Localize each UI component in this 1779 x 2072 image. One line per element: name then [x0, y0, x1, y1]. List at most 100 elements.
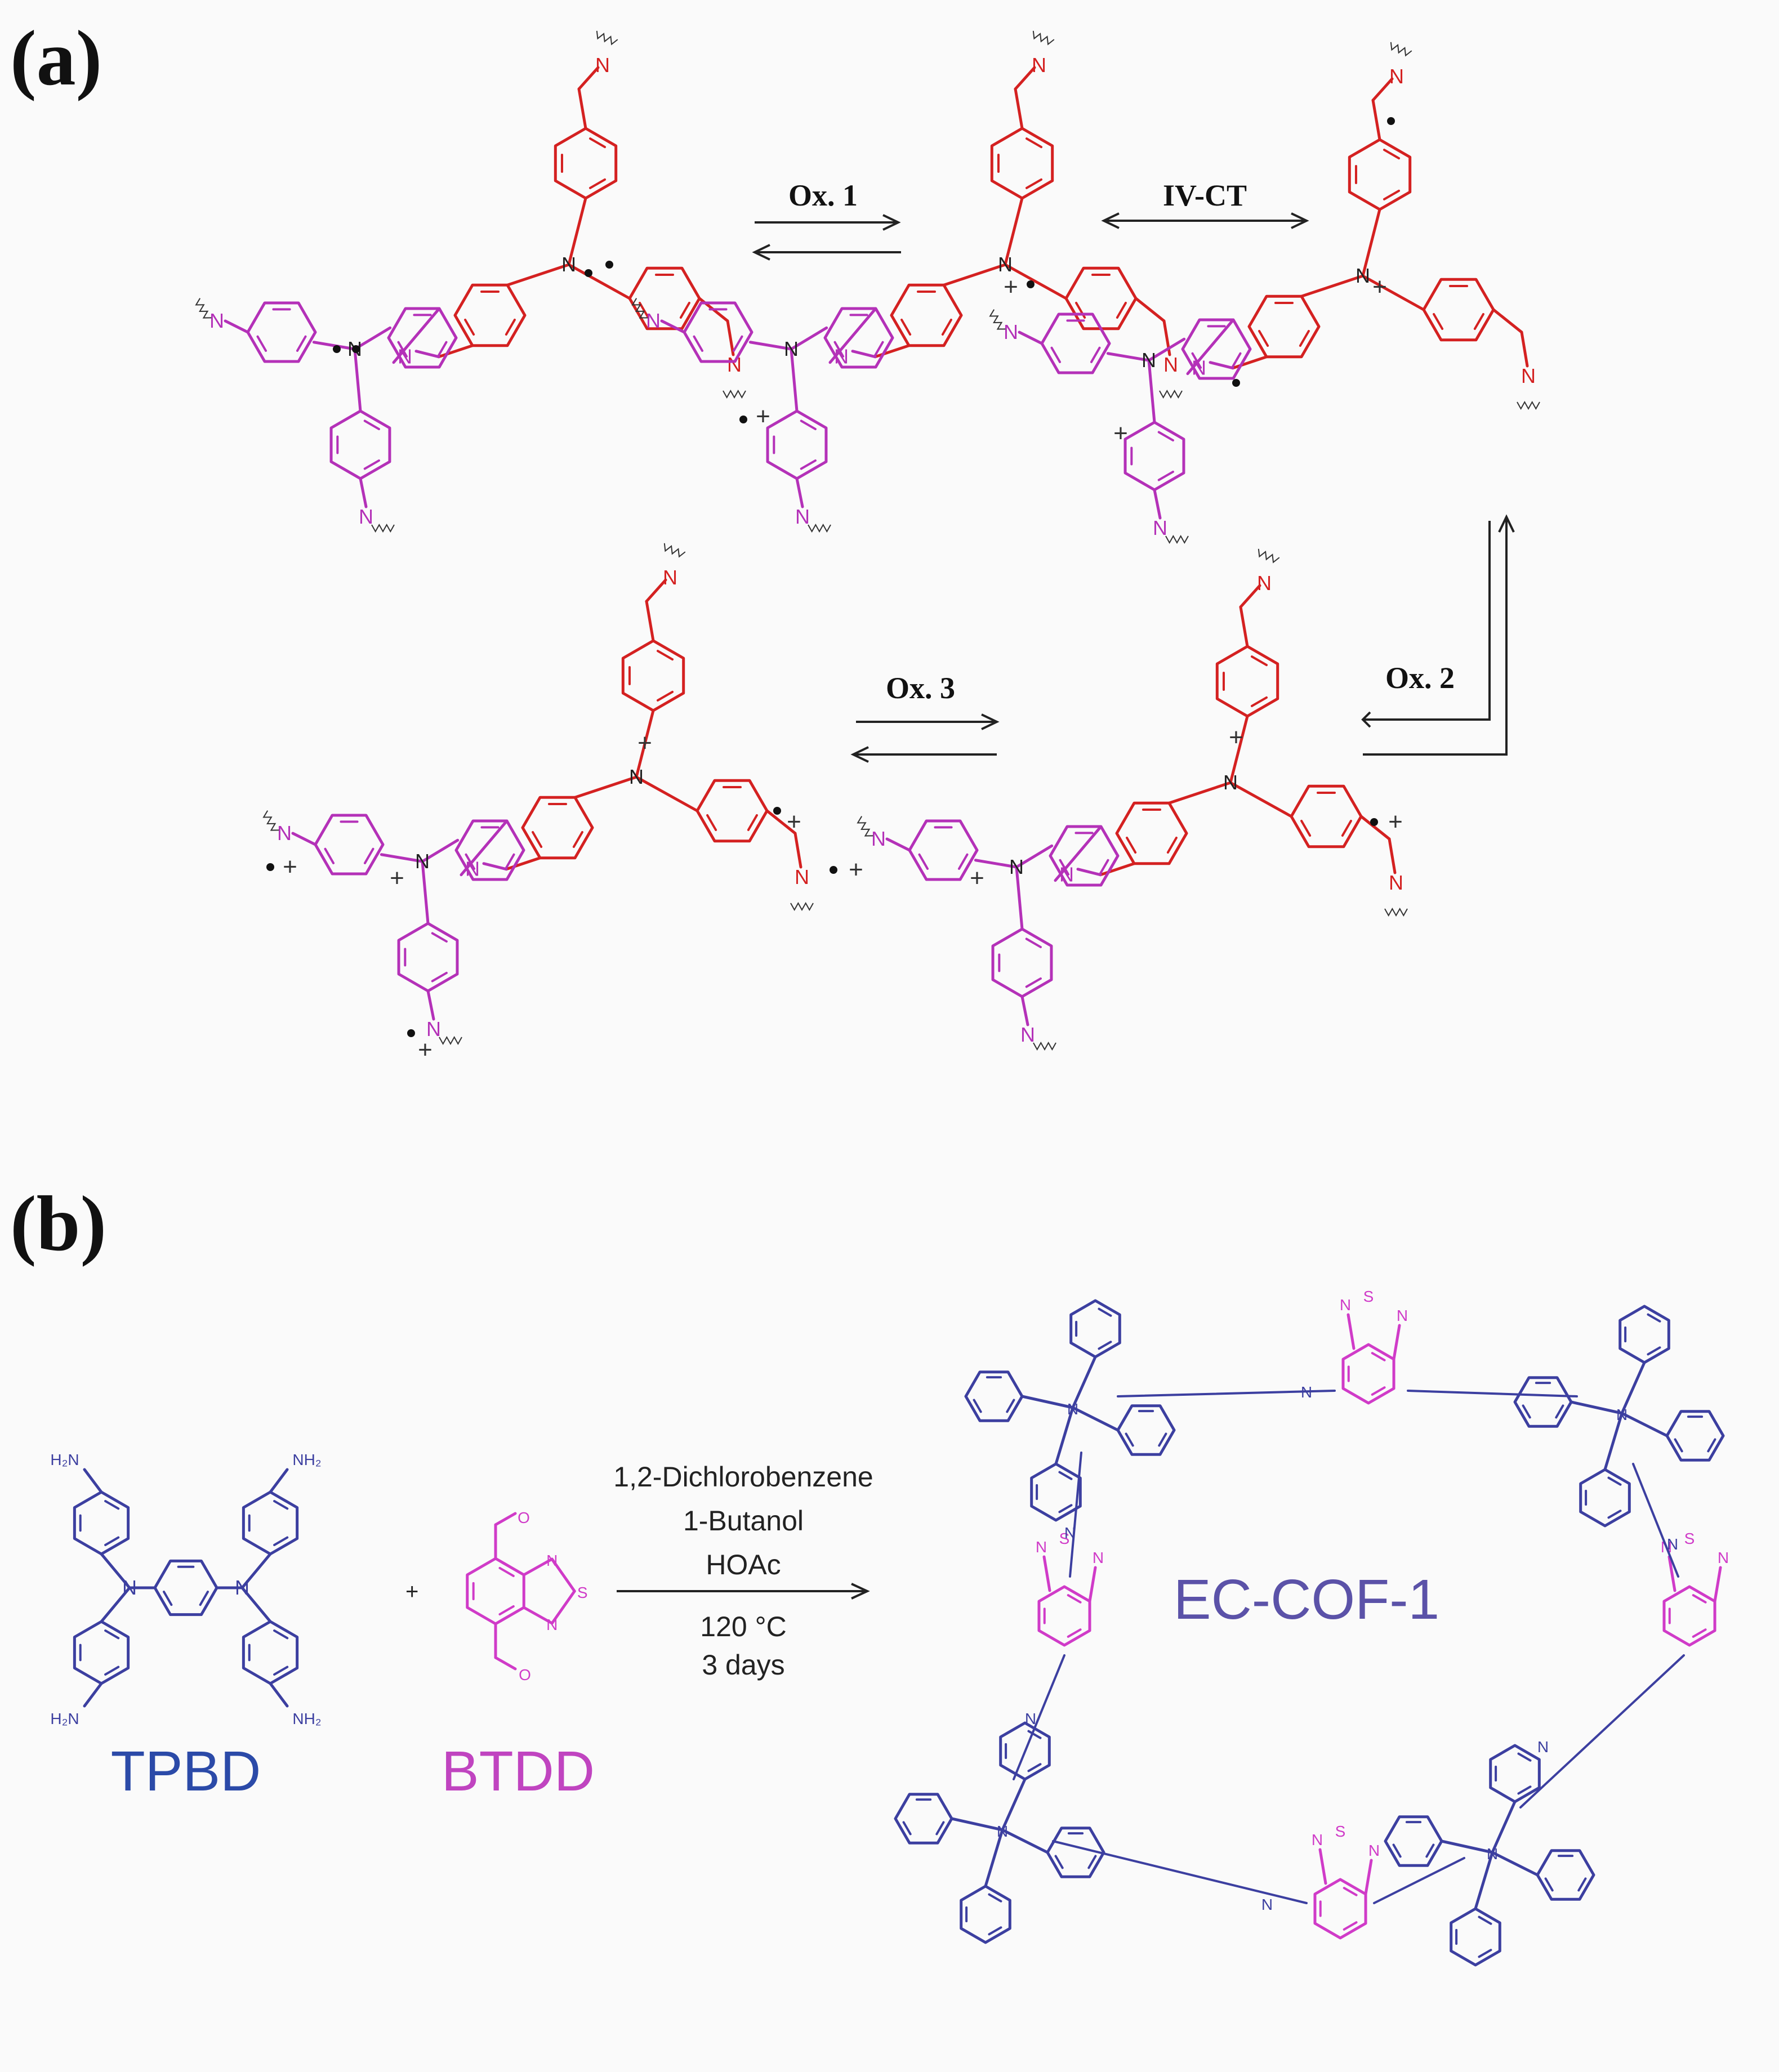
ec-cof-1-framework: NNNNNNSNNSNNSNNSNNNNNN [894, 1288, 1729, 1967]
bond [431, 932, 448, 943]
bond [1522, 1404, 1531, 1419]
tpbd-amine: H₂N [50, 1710, 79, 1727]
bond [1667, 1555, 1677, 1592]
imine-n-right: N [1521, 364, 1536, 387]
bond [1153, 488, 1162, 520]
bond [1059, 859, 1070, 876]
wavy-bond [1258, 548, 1280, 564]
bond [504, 853, 515, 870]
cof-imine-n: N [1667, 1535, 1678, 1553]
bond [1392, 1843, 1402, 1858]
bond [1229, 715, 1249, 784]
bond [436, 341, 448, 358]
bond [973, 1399, 982, 1413]
bond [1001, 1828, 1049, 1854]
cof-imine-n: N [1064, 1524, 1076, 1542]
amine-n-bottom: N [795, 505, 810, 528]
radical-dot [407, 1029, 415, 1037]
bond [199, 1591, 209, 1606]
bond [1001, 1778, 1027, 1832]
bond [1020, 995, 1029, 1026]
bond [1157, 470, 1174, 481]
bond [1258, 329, 1269, 347]
bond [1158, 1432, 1167, 1447]
bond [505, 856, 542, 871]
bond [1025, 137, 1043, 149]
amine-n-left: N [646, 309, 661, 332]
bond [942, 263, 1007, 287]
bond [1570, 1400, 1624, 1415]
bond [984, 1828, 1004, 1888]
bond [706, 814, 717, 832]
bond [1067, 1594, 1082, 1604]
bond [1027, 1763, 1042, 1772]
bond [1071, 1406, 1120, 1432]
bond [421, 860, 430, 925]
bond [1250, 696, 1268, 707]
bond [1067, 1628, 1082, 1638]
cof-ring [1384, 1815, 1443, 1867]
bond [1087, 1855, 1097, 1869]
bond [353, 326, 392, 351]
bond [1013, 1654, 1065, 1780]
condition-solvent-2: 1-Butanol [683, 1505, 804, 1537]
btdd-s: S [577, 1584, 588, 1601]
bond [1371, 1386, 1386, 1396]
cof-imine-n: N [1537, 1738, 1549, 1756]
bond [800, 419, 817, 431]
bond [790, 347, 799, 413]
tpa-n-magenta: N [784, 337, 799, 360]
bond [1231, 355, 1268, 370]
cof-bt-s: S [1684, 1530, 1695, 1547]
bond [414, 350, 440, 359]
radical-dot [739, 416, 747, 423]
bond [1647, 1313, 1661, 1323]
bond [833, 341, 845, 358]
charge-plus: + [1229, 724, 1243, 751]
bond [1250, 655, 1268, 667]
condition-catalyst: HOAc [706, 1549, 781, 1580]
bond [588, 178, 607, 189]
bond [1392, 1324, 1401, 1361]
imine-n-right: N [1163, 353, 1178, 376]
bond [1371, 77, 1394, 102]
condition-temperature: 120 °C [700, 1611, 786, 1642]
bond [273, 1536, 289, 1546]
cof-bt-n: N [1340, 1296, 1351, 1314]
bond [1603, 1412, 1624, 1471]
cof-bt-n: N [1093, 1549, 1104, 1566]
bond [1230, 352, 1242, 369]
bond [1098, 859, 1109, 876]
bond [918, 853, 929, 870]
bond [1517, 1785, 1532, 1795]
bond [1359, 815, 1391, 841]
tpbd-name: TPBD [111, 1740, 261, 1803]
tpa-n-magenta: N [1009, 855, 1024, 878]
charge-plus: + [418, 1036, 433, 1064]
reaction-arrow [617, 1583, 870, 1600]
bond [1025, 937, 1042, 949]
wavy-bond [1165, 534, 1189, 544]
wavy-bond [723, 389, 746, 399]
bond [550, 1589, 576, 1625]
tpa-n-red: N [998, 253, 1013, 276]
bond [1229, 781, 1293, 818]
bond [765, 809, 797, 835]
bond [1371, 99, 1381, 141]
bond [465, 853, 476, 870]
bond [567, 263, 631, 300]
bond [363, 459, 380, 470]
bond [1383, 189, 1401, 200]
condition-solvent-1: 1,2-Dichlorobenzene [613, 1461, 873, 1493]
bond [1555, 1404, 1564, 1419]
bond [83, 1682, 103, 1708]
bond [1134, 297, 1166, 323]
tpa-n-red: N [561, 253, 576, 276]
charge-plus: + [1372, 273, 1387, 301]
bond [790, 326, 828, 351]
bond [224, 319, 249, 334]
bond [1054, 825, 1103, 882]
imine-n-top: N [663, 566, 677, 589]
bond [256, 335, 267, 352]
